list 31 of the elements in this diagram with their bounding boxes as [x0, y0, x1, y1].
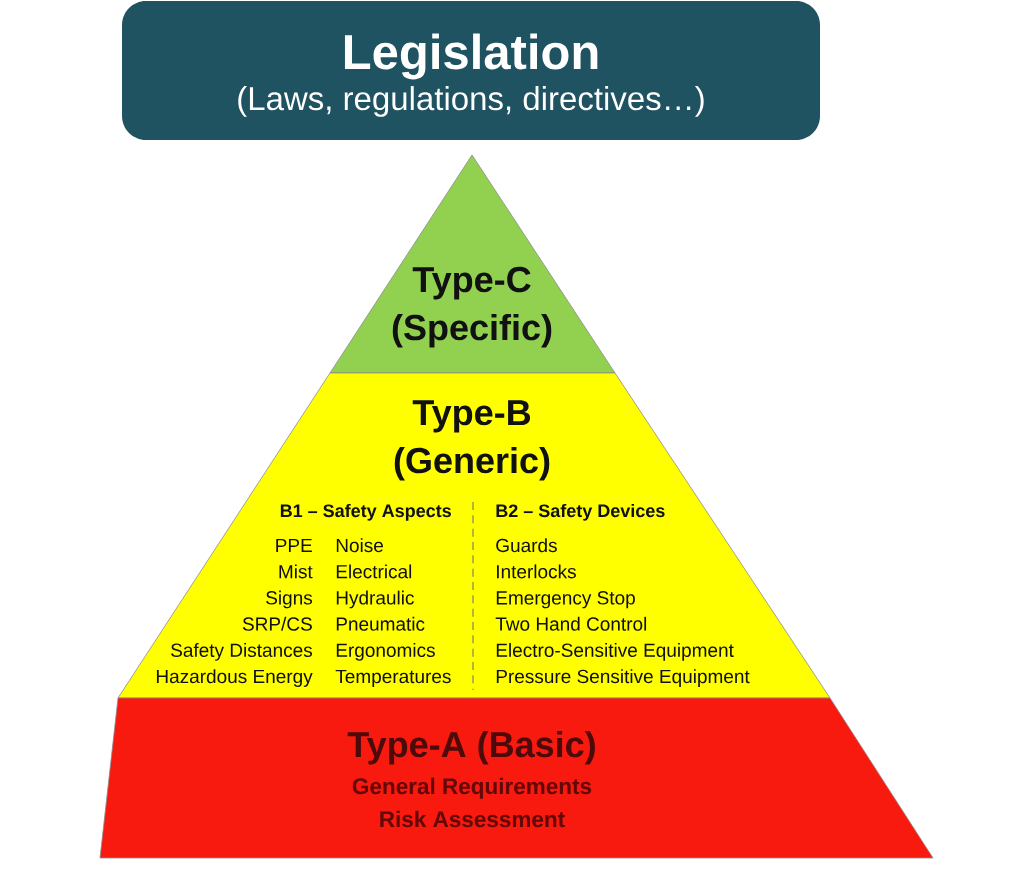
column-heading: B2 – Safety Devices	[496, 503, 665, 521]
list-item: Pressure Sensitive Equipment	[496, 669, 750, 687]
list-item: Two Hand Control	[495, 616, 647, 631]
list-item: Electro-Sensitive Equipment	[496, 643, 734, 661]
list-item: Risk Assessment	[380, 810, 565, 828]
column-heading: B1 – Safety Aspects	[280, 503, 451, 521]
list-item: SRP/CS	[242, 616, 312, 631]
tier-title: Type-C (Specific)	[392, 266, 552, 348]
list-item: Signs	[266, 590, 313, 609]
list-item: Noise	[336, 538, 383, 553]
list-item: Safety Distances	[171, 643, 313, 661]
list-item: Ergonomics	[336, 643, 435, 661]
list-item: Temperatures	[335, 669, 451, 687]
pyramid-tier	[117, 372, 831, 699]
list-item: Hazardous Energy	[156, 669, 313, 687]
banner-title: Legislation	[344, 33, 598, 80]
list-item: PPE	[276, 538, 312, 552]
list-item: Pneumatic	[336, 616, 425, 631]
list-item: General Requirements	[352, 777, 592, 799]
list-item: Electrical	[336, 564, 412, 579]
list-item: Interlocks	[497, 564, 576, 579]
banner-box	[122, 1, 820, 140]
list-item: Emergency Stop	[496, 591, 635, 609]
tier-title: Type-A (Basic)	[347, 730, 595, 765]
list-item: Guards	[496, 538, 557, 553]
banner-subtitle: (Laws, regulations, directives…)	[238, 86, 704, 117]
list-item: Hydraulic	[336, 590, 414, 609]
pyramid-tier	[329, 154, 616, 374]
pyramid-tier	[99, 697, 934, 859]
list-item: Mist	[279, 564, 313, 579]
tier-title: Type-B (Generic)	[394, 400, 550, 481]
